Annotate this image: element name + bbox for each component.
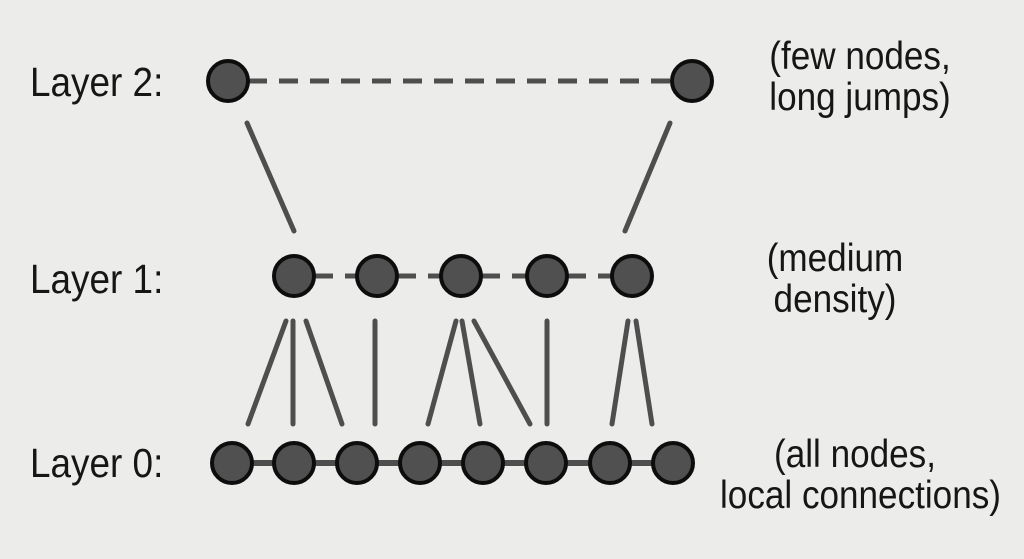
layer-0-node-2: [272, 441, 316, 485]
layer-1-node-4: [525, 254, 569, 298]
layer-1-node-5: [610, 254, 654, 298]
layer-0-note: (all nodes, local connections): [720, 433, 1001, 517]
layer-2-label: Layer 2:: [30, 59, 164, 105]
layer-1-node-3: [439, 254, 483, 298]
layer-0-node-4: [398, 441, 442, 485]
layer-0-node-3: [335, 441, 379, 485]
inter-layer-link-1: [244, 120, 297, 234]
layer-0-node-7: [588, 441, 632, 485]
inter-layer-link-7: [425, 318, 459, 427]
inter-layer-link-12: [633, 318, 655, 427]
layer-1-note-line-2: density): [773, 278, 897, 321]
layer-0-node-1: [210, 441, 254, 485]
layer-0-node-8: [651, 441, 695, 485]
inter-layer-link-5: [303, 318, 345, 427]
layer-2-note: (few nodes, long jumps): [752, 36, 968, 118]
layer-1-node-2: [355, 254, 399, 298]
inter-layer-link-2: [622, 120, 673, 234]
layer-0-note-line-1: (all nodes,: [774, 433, 936, 476]
layer-1-label: Layer 1:: [30, 256, 164, 302]
inter-layer-link-11: [609, 318, 631, 427]
inter-layer-link-9: [471, 318, 533, 427]
layer-1-note-line-1: (medium: [766, 237, 904, 280]
layer-0-node-6: [524, 441, 568, 485]
layer-2-node-2: [670, 59, 714, 103]
layer-2-note-line-2: long jumps): [769, 76, 951, 119]
layer-0-node-5: [461, 441, 505, 485]
layer-0-label: Layer 0:: [30, 440, 164, 486]
inter-layer-link-8: [459, 318, 483, 427]
layer-1-note: (medium density): [745, 238, 925, 320]
inter-layer-link-3: [245, 318, 289, 427]
layer-2-node-1: [206, 59, 250, 103]
layer-2-note-line-1: (few nodes,: [769, 35, 951, 78]
layer-1-node-1: [272, 254, 316, 298]
layer-0-note-line-2: local connections): [720, 474, 1001, 517]
